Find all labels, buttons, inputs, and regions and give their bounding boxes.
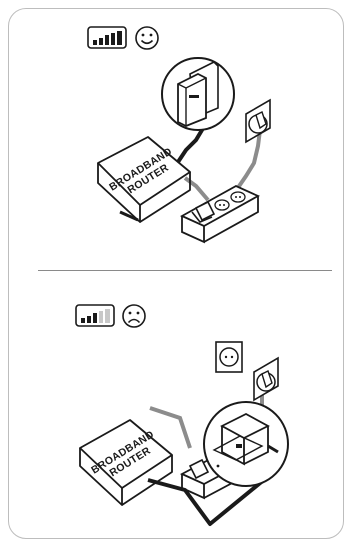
router-power-cable — [185, 178, 208, 200]
powerline-adapter-magnified — [162, 58, 234, 130]
broadband-router-bad: BROADBAND ROUTER — [80, 420, 172, 505]
smiley-happy-icon — [136, 27, 158, 49]
smiley-sad-icon — [123, 305, 145, 327]
powerline-adapter-in-strip-magnified — [204, 402, 288, 486]
signal-strength-full-icon — [88, 27, 126, 48]
broadband-router: BROADBAND ROUTER — [98, 137, 190, 222]
panel-bad-setup: BROADBAND ROUTER — [76, 305, 288, 524]
wall-socket — [246, 100, 270, 142]
wall-socket-empty — [216, 342, 242, 372]
wall-socket-with-plug — [254, 358, 278, 400]
power-strip — [182, 186, 258, 242]
signal-strength-low-icon — [76, 305, 114, 326]
panel-good-setup: BROADBAND ROUTER — [88, 27, 270, 242]
